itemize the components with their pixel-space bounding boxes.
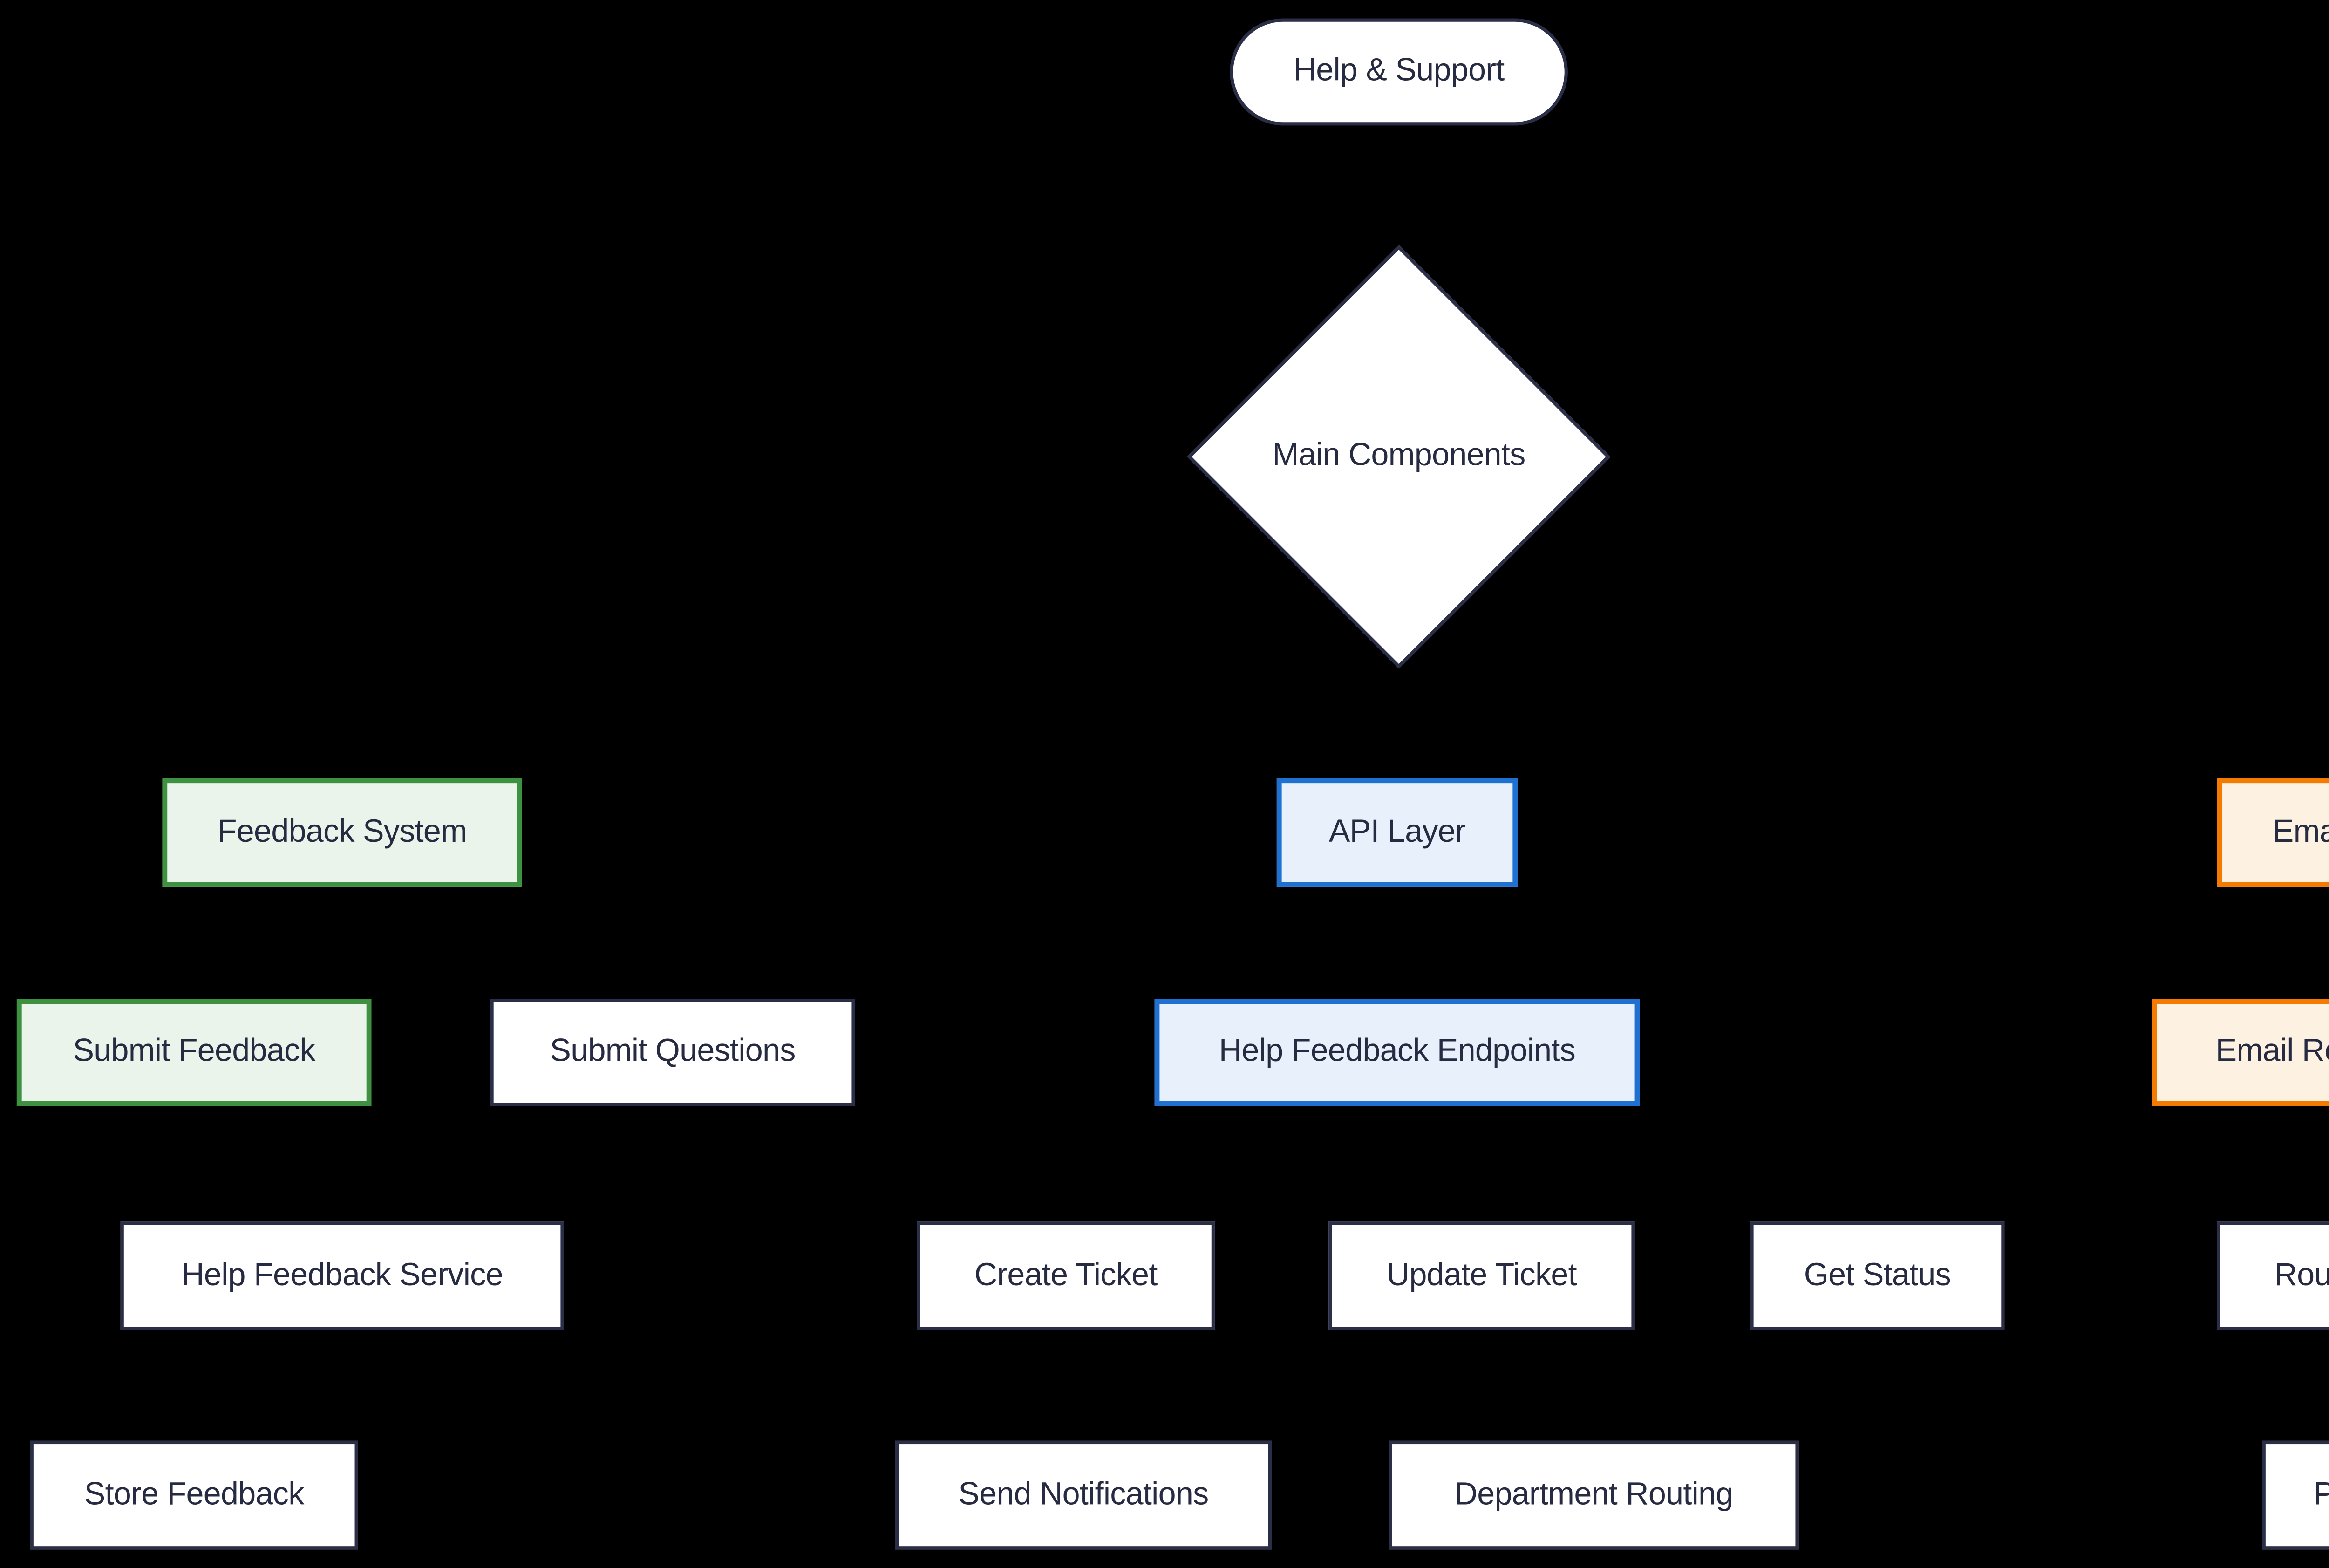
node-label: Email Routing <box>2272 814 2329 850</box>
node-label: API Layer <box>1328 814 1466 850</box>
node-label: Priority Routing <box>2314 1477 2329 1513</box>
node-email-routing: Email Routing <box>2217 778 2329 887</box>
node-label: Help Feedback Endpoints <box>1219 1034 1576 1070</box>
node-api-layer: API Layer <box>1276 778 1518 887</box>
node-label: Submit Feedback <box>73 1034 315 1070</box>
node-label: Main Components <box>1272 438 1525 474</box>
node-routing-logic: Routing Logic <box>2217 1221 2329 1330</box>
node-label: Send Notifications <box>958 1477 1209 1512</box>
node-label: Email Routing Service <box>2215 1034 2329 1070</box>
node-label: Help Feedback Service <box>181 1257 503 1293</box>
node-help-feedback-service: Help Feedback Service <box>120 1221 564 1330</box>
node-label: Help & Support <box>1293 54 1505 89</box>
node-department-routing: Department Routing <box>1389 1440 1799 1550</box>
node-submit-questions: Submit Questions <box>490 999 855 1106</box>
node-label: Store Feedback <box>84 1477 305 1512</box>
node-label: Update Ticket <box>1386 1257 1577 1293</box>
node-label: Routing Logic <box>2274 1257 2329 1293</box>
node-label: Submit Questions <box>550 1034 796 1070</box>
node-main-components: Main Components <box>1185 243 1613 671</box>
node-help-feedback-endpoints: Help Feedback Endpoints <box>1154 999 1640 1106</box>
node-send-notifications: Send Notifications <box>895 1440 1272 1550</box>
node-priority-routing: Priority Routing <box>2262 1440 2329 1550</box>
node-store-feedback: Store Feedback <box>30 1440 358 1550</box>
node-label: Department Routing <box>1454 1477 1734 1512</box>
node-label: Create Ticket <box>974 1257 1158 1293</box>
node-update-ticket: Update Ticket <box>1328 1221 1635 1330</box>
node-create-ticket: Create Ticket <box>917 1221 1215 1330</box>
node-feedback-system: Feedback System <box>162 778 522 887</box>
node-label: Feedback System <box>217 814 467 850</box>
node-label: Get Status <box>1804 1257 1951 1293</box>
node-help-support: Help & Support <box>1230 18 1568 126</box>
node-get-status: Get Status <box>1750 1221 2005 1330</box>
node-email-routing-service: Email Routing Service <box>2152 999 2329 1106</box>
node-submit-feedback: Submit Feedback <box>16 999 372 1106</box>
